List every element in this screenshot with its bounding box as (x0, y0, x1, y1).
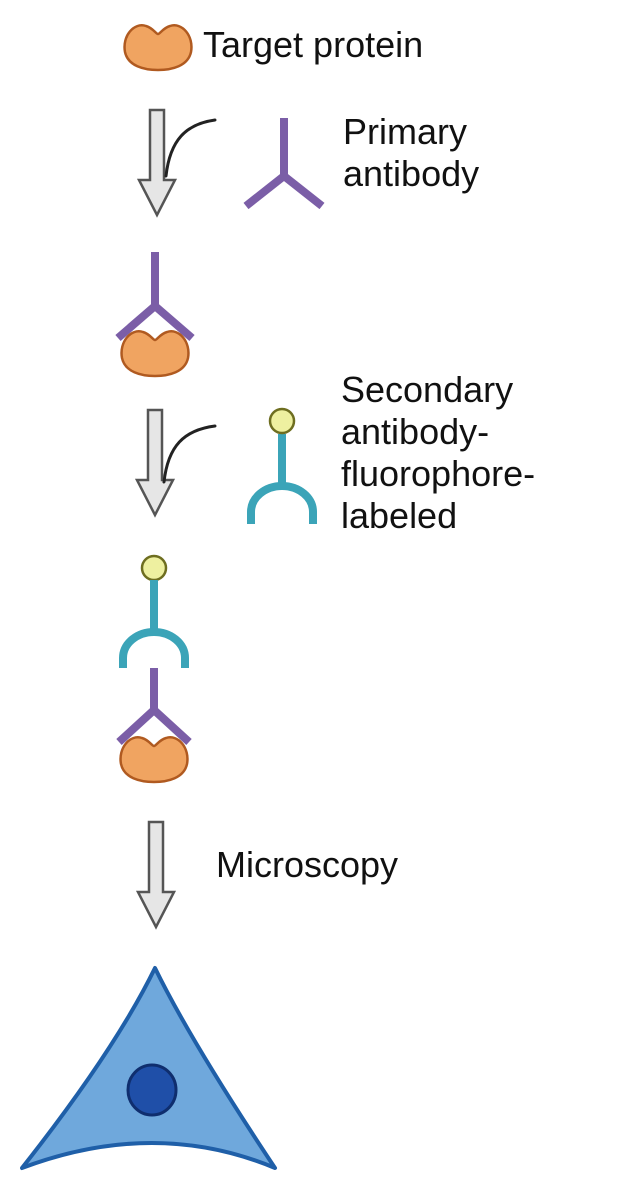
primary-antibody-bound-icon (115, 252, 195, 342)
cell-icon (20, 966, 277, 1170)
curved-pointer-line-2 (162, 424, 217, 484)
down-arrow-3 (136, 820, 176, 929)
fluorophore-icon (268, 407, 296, 435)
curved-pointer-line-1 (164, 118, 217, 178)
secondary-antibody-label-line-1: Secondary (341, 369, 514, 410)
target-protein-icon (123, 24, 193, 72)
labeled-complex-icon (116, 554, 192, 784)
secondary-antibody-label: Secondary antibody- fluorophore- labeled (341, 369, 535, 537)
primary-antibody-label-line-1: Primary (343, 111, 467, 152)
nucleus-icon (126, 1063, 178, 1117)
primary-antibody-icon (243, 118, 325, 210)
target-protein-label: Target protein (203, 24, 424, 65)
fluorophore-bound-icon (140, 554, 168, 582)
primary-antibody-label: Primary antibody (343, 111, 479, 195)
target-protein-bound-icon (120, 330, 190, 378)
secondary-antibody-icon (247, 407, 317, 524)
primary-antibody-label-line-2: antibody (343, 153, 480, 194)
secondary-antibody-label-line-3: fluorophore- (341, 453, 536, 494)
microscopy-label: Microscopy (216, 844, 399, 885)
secondary-antibody-label-line-2: antibody- (341, 411, 490, 452)
secondary-antibody-label-line-4: labeled (341, 495, 458, 536)
